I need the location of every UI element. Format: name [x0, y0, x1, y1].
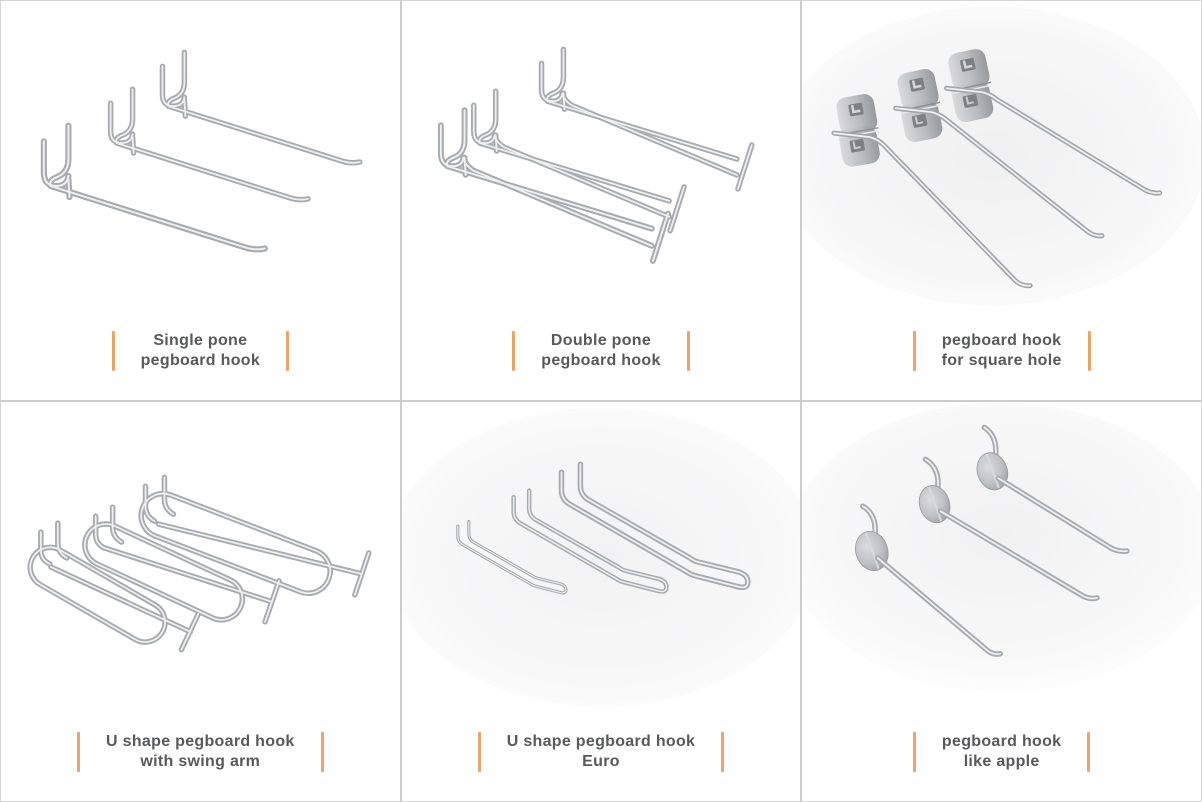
double-hook-illustration: [402, 1, 801, 319]
product-card-square-hole[interactable]: pegboard hook for square hole: [802, 1, 1201, 400]
caption-line1: Double pone: [550, 332, 652, 349]
caption-line1: Single pone: [153, 332, 248, 349]
product-card-single-pone[interactable]: Single pone pegboard hook: [1, 1, 400, 400]
caption-line1: pegboard hook: [941, 332, 1062, 349]
caption-line2: like apple: [963, 753, 1040, 770]
caption-right-bar: [1087, 331, 1091, 371]
caption-left-bar: [77, 732, 81, 772]
caption-left-bar: [912, 732, 916, 772]
caption-right-bar: [721, 732, 725, 772]
caption-right-bar: [686, 331, 690, 371]
product-image-single-pone: [1, 1, 400, 319]
u-swing-hook-illustration: [1, 402, 400, 720]
caption-right-bar: [320, 732, 324, 772]
caption-left-bar: [477, 732, 481, 772]
product-card-u-euro[interactable]: U shape pegboard hook Euro: [401, 402, 801, 801]
caption-left-bar: [512, 331, 516, 371]
euro-hook-illustration: [401, 407, 801, 707]
single-hook-illustration: [1, 1, 400, 319]
product-image-u-swing-arm: [1, 402, 400, 720]
caption-left-bar: [111, 331, 115, 371]
caption-line2: for square hole: [941, 352, 1062, 369]
product-caption: U shape pegboard hook Euro: [402, 720, 801, 801]
product-caption: Single pone pegboard hook: [1, 319, 400, 400]
caption-line2: pegboard hook: [541, 352, 661, 369]
square-hole-hook-illustration: [802, 6, 1201, 306]
product-card-apple[interactable]: pegboard hook like apple: [802, 402, 1201, 801]
caption-line1: U shape pegboard hook: [106, 733, 295, 750]
caption-line1: U shape pegboard hook: [506, 733, 696, 750]
apple-hook-illustration: [802, 402, 1201, 692]
product-card-u-swing-arm[interactable]: U shape pegboard hook with swing arm: [1, 402, 400, 801]
product-image-u-euro: [401, 402, 801, 720]
caption-line2: pegboard hook: [140, 352, 261, 369]
product-caption: Double pone pegboard hook: [402, 319, 801, 400]
product-caption: pegboard hook like apple: [802, 720, 1201, 801]
caption-right-bar: [286, 331, 290, 371]
product-image-apple: [802, 402, 1201, 720]
caption-line2: with swing arm: [140, 753, 261, 770]
product-caption: U shape pegboard hook with swing arm: [1, 720, 400, 801]
caption-right-bar: [1087, 732, 1091, 772]
product-card-double-pone[interactable]: Double pone pegboard hook: [401, 1, 801, 400]
caption-line2: Euro: [582, 753, 620, 770]
product-caption: pegboard hook for square hole: [802, 319, 1201, 400]
product-image-square-hole: [802, 1, 1201, 319]
caption-line1: pegboard hook: [941, 733, 1062, 750]
caption-left-bar: [912, 331, 916, 371]
product-image-double-pone: [402, 1, 801, 319]
